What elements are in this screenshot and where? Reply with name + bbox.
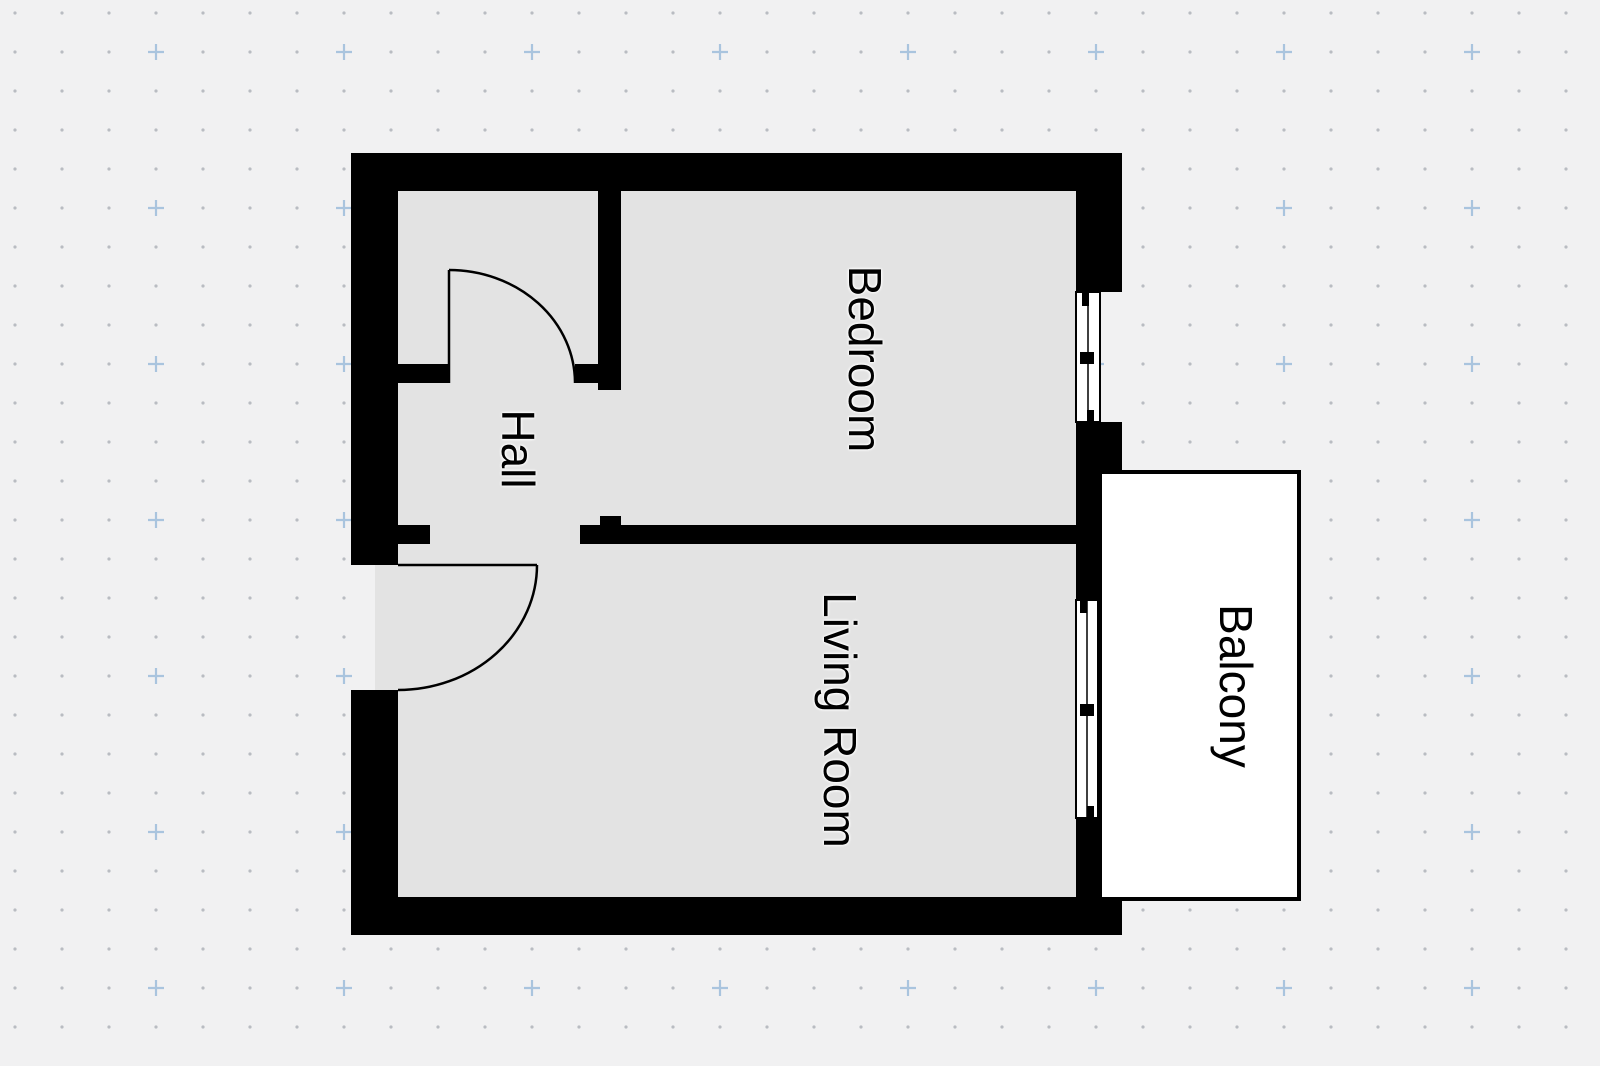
room-label-hall: Hall: [492, 409, 544, 489]
interior-walls: [398, 191, 1076, 544]
outer-walls: [351, 153, 1122, 935]
room-label-bedroom: Bedroom: [839, 265, 891, 453]
balcony-floor[interactable]: [1098, 470, 1301, 901]
entry-door[interactable]: [397, 563, 539, 692]
bedroom-floor[interactable]: [621, 191, 1076, 535]
entry-door-area: [375, 565, 398, 690]
living-room-floor[interactable]: [398, 544, 1076, 897]
room-label-balcony: Balcony: [1210, 604, 1262, 768]
bedroom-window[interactable]: [1075, 291, 1101, 423]
room-label-living-room: Living Room: [814, 592, 866, 848]
closet-door[interactable]: [447, 268, 577, 384]
living-room-window[interactable]: [1075, 599, 1099, 819]
